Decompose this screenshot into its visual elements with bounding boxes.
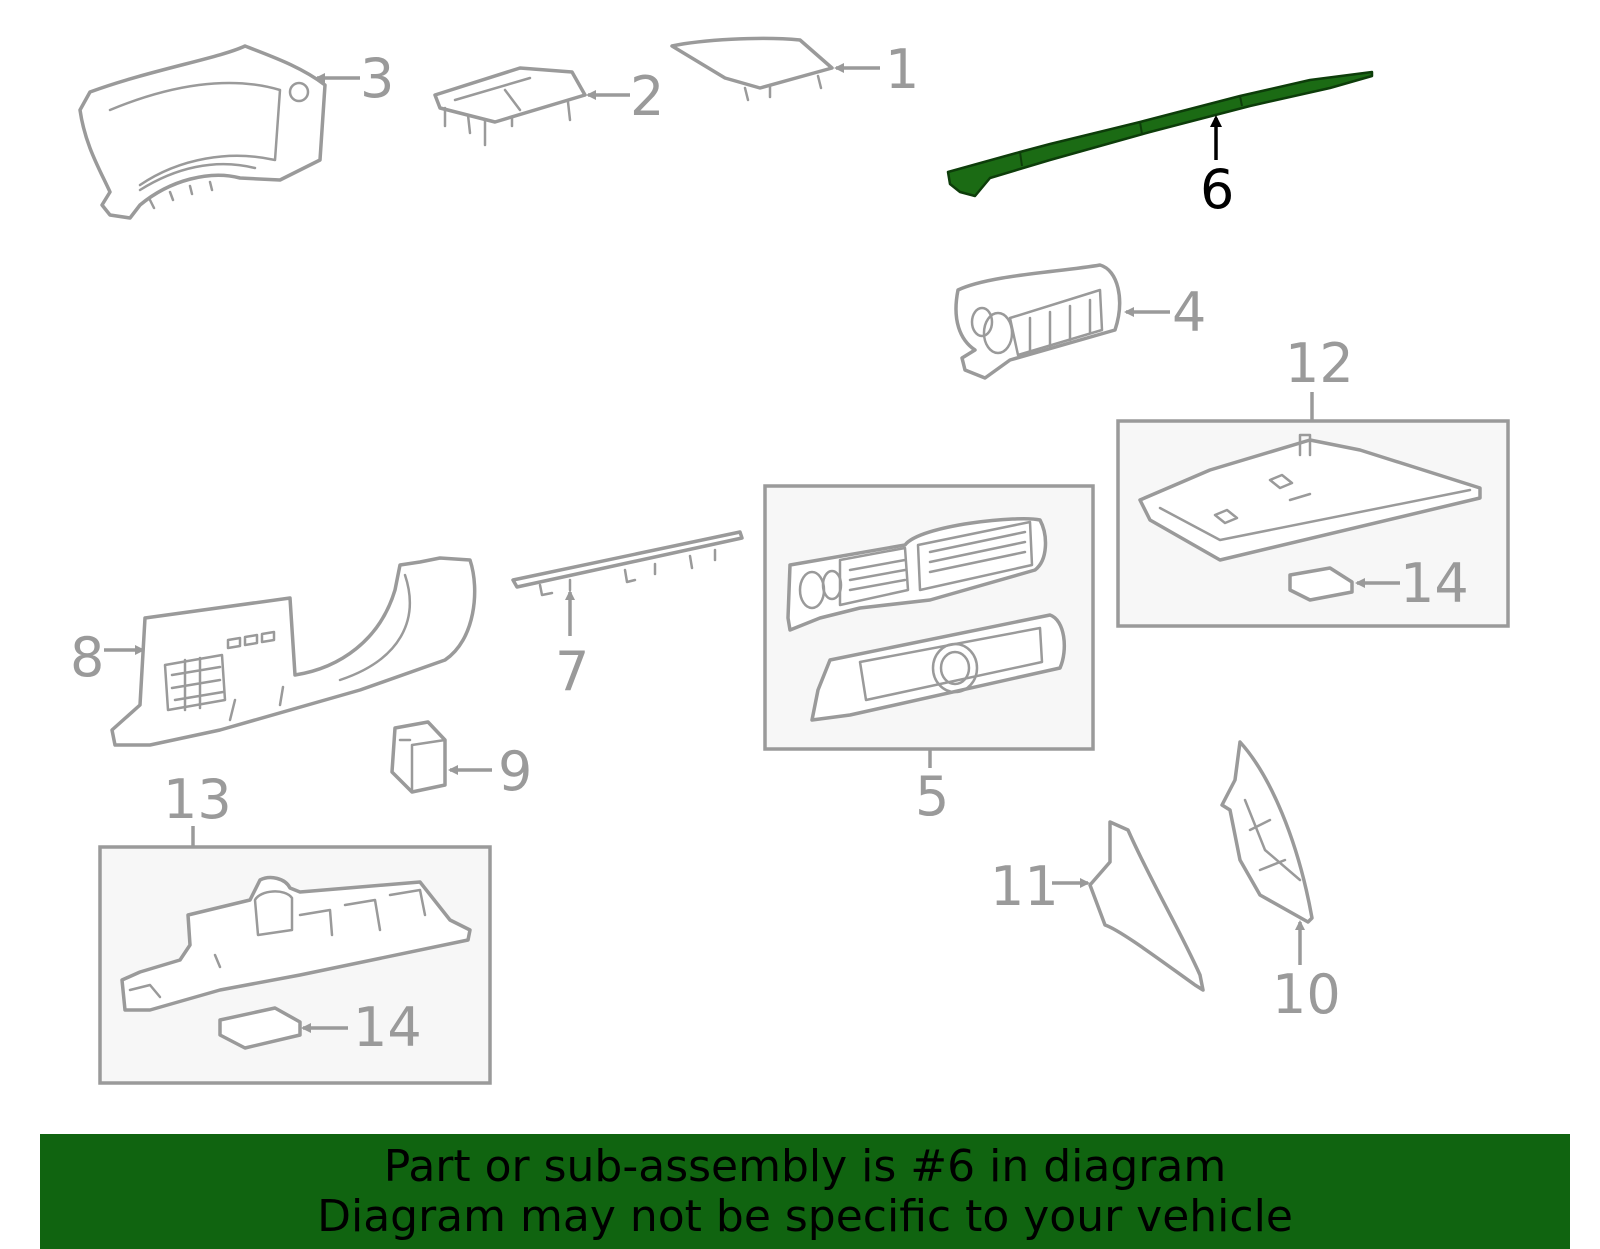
callout-3: 3 — [360, 47, 394, 110]
callout-6: 6 — [1200, 158, 1234, 221]
part-3-cluster-hood — [78, 44, 327, 220]
callout-11: 11 — [990, 855, 1059, 918]
callout-13: 13 — [163, 768, 232, 831]
part-14-clip-b — [218, 1006, 302, 1050]
part-10-side-panel — [1220, 740, 1314, 924]
callout-9: 9 — [498, 740, 532, 803]
part-12-glovebox-door — [1138, 433, 1482, 562]
part-5-vents — [786, 516, 1067, 722]
callout-5: 5 — [915, 765, 949, 828]
callout-4: 4 — [1172, 281, 1206, 344]
callout-14a: 14 — [1400, 552, 1469, 615]
info-banner: Part or sub-assembly is #6 in diagram Di… — [40, 1134, 1570, 1249]
callout-14b: 14 — [353, 996, 422, 1059]
part-2-cover — [433, 66, 587, 147]
part-1-panel — [670, 36, 834, 102]
part-6-highlighted-panel — [946, 70, 1374, 198]
callout-7: 7 — [555, 640, 589, 703]
callout-10: 10 — [1272, 963, 1341, 1026]
part-4-vent — [954, 263, 1122, 380]
callout-2: 2 — [630, 65, 664, 128]
part-11-side-trim — [1088, 820, 1205, 992]
part-14-clip-a — [1288, 566, 1354, 602]
callout-1: 1 — [885, 38, 919, 101]
part-7-strip — [511, 530, 744, 597]
part-13-lower-cover — [120, 875, 472, 1012]
part-9-switch — [390, 720, 447, 794]
part-8-lower-panel — [110, 556, 477, 747]
banner-line-1: Part or sub-assembly is #6 in diagram — [383, 1140, 1227, 1192]
callout-8: 8 — [70, 626, 104, 689]
callout-12: 12 — [1285, 332, 1354, 395]
banner-line-2: Diagram may not be specific to your vehi… — [317, 1190, 1293, 1242]
